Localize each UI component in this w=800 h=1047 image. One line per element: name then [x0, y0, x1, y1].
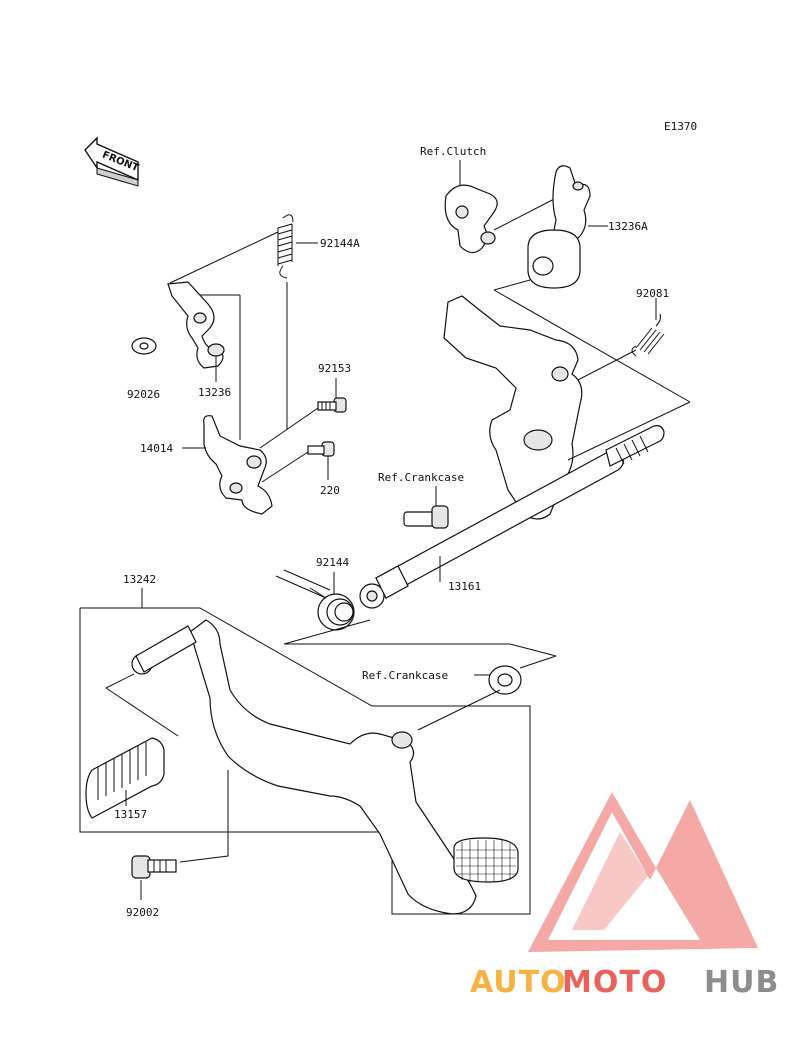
logo-hub: HUB — [704, 965, 779, 1000]
label-92026: 92026 — [127, 388, 160, 401]
arm-14014 — [203, 415, 273, 515]
shift-arm — [443, 295, 583, 520]
lever-13236 — [167, 281, 225, 369]
clutch-release-lever — [444, 184, 498, 254]
label-13161: 13161 — [448, 580, 481, 593]
washer-crankcase — [488, 665, 522, 695]
bolt-220 — [307, 441, 335, 457]
label-92002: 92002 — [126, 906, 159, 919]
collar-13236A — [527, 229, 581, 289]
label-13242: 13242 — [123, 573, 156, 586]
bolt-92153 — [317, 397, 347, 413]
label-220: 220 — [320, 484, 340, 497]
ref-crankcase-shaft: Ref.Crankcase — [378, 471, 464, 484]
ref-clutch: Ref.Clutch — [420, 145, 486, 158]
spring-92144 — [275, 569, 355, 631]
label-13236: 13236 — [198, 386, 231, 399]
bolt-92002 — [131, 855, 177, 879]
spring-92144A — [277, 214, 294, 279]
lever-13236A — [551, 165, 591, 252]
rubber-13157 — [85, 737, 165, 819]
ref-crankcase-washer: Ref.Crankcase — [362, 669, 448, 682]
label-92081: 92081 — [636, 287, 669, 300]
logo-auto: AUTO — [470, 965, 567, 1000]
logo-moto: MOTO — [562, 965, 667, 1000]
label-14014: 14014 — [140, 442, 173, 455]
label-92144: 92144 — [316, 556, 349, 569]
washer-92026 — [131, 337, 157, 355]
label-13236A: 13236A — [608, 220, 648, 233]
automotohub-logo: AUTO MOTO HUB — [470, 792, 779, 1000]
label-13157: 13157 — [114, 808, 147, 821]
shift-shaft-13161 — [359, 425, 665, 609]
label-92144A: 92144A — [320, 237, 360, 250]
label-92153: 92153 — [318, 362, 351, 375]
diagram-code: E1370 — [664, 120, 697, 133]
pivot-bolt — [403, 505, 449, 529]
shift-pedal-13242 — [131, 619, 519, 915]
spring-92081 — [631, 313, 665, 357]
front-arrow-icon: FRONT — [84, 136, 140, 187]
